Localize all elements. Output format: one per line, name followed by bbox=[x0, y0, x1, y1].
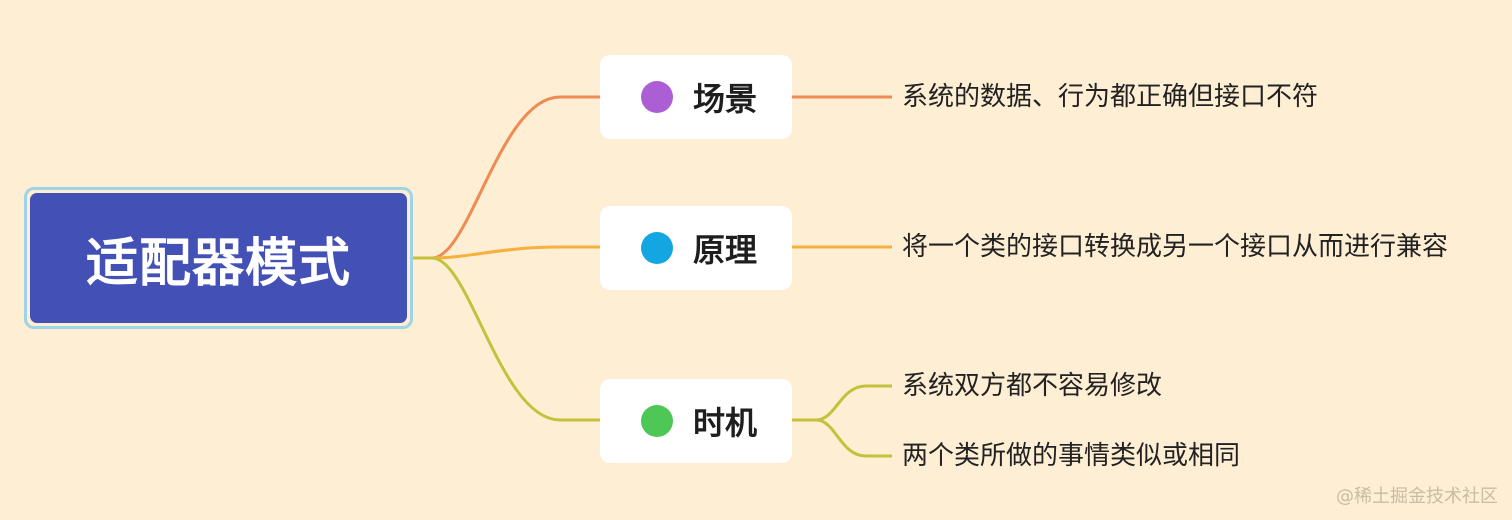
connector-timing-to-leaf-1 bbox=[792, 384, 892, 422]
branch-label-scene: 场景 bbox=[692, 80, 757, 118]
green-dot-icon bbox=[640, 405, 673, 437]
leaf-principle-1: 将一个类的接口转换成另一个接口从而进行兼容 bbox=[902, 232, 1449, 262]
branch-label-principle: 原理 bbox=[692, 231, 757, 269]
connector-root-to-scene bbox=[413, 95, 600, 260]
root-node-frame: 适配器模式 bbox=[24, 187, 413, 329]
purple-dot-icon bbox=[640, 81, 673, 113]
leaf-scene-1: 系统的数据、行为都正确但接口不符 bbox=[902, 82, 1319, 112]
branch-node-scene: 场景 bbox=[600, 55, 792, 139]
branch-label-timing: 时机 bbox=[692, 404, 757, 442]
connector-root-to-principle bbox=[413, 245, 600, 260]
leaf-timing-1: 系统双方都不容易修改 bbox=[902, 371, 1163, 401]
connector-timing-to-leaf-2 bbox=[792, 418, 892, 458]
connector-root-to-timing bbox=[413, 256, 600, 422]
leaf-timing-2: 两个类所做的事情类似或相同 bbox=[902, 441, 1241, 471]
blue-dot-icon bbox=[640, 232, 673, 264]
root-node-label: 适配器模式 bbox=[85, 233, 351, 294]
root-node: 适配器模式 bbox=[30, 193, 407, 323]
branch-node-principle: 原理 bbox=[600, 206, 792, 290]
watermark: @稀土掘金技术社区 bbox=[1336, 486, 1498, 507]
branch-node-timing: 时机 bbox=[600, 379, 792, 463]
